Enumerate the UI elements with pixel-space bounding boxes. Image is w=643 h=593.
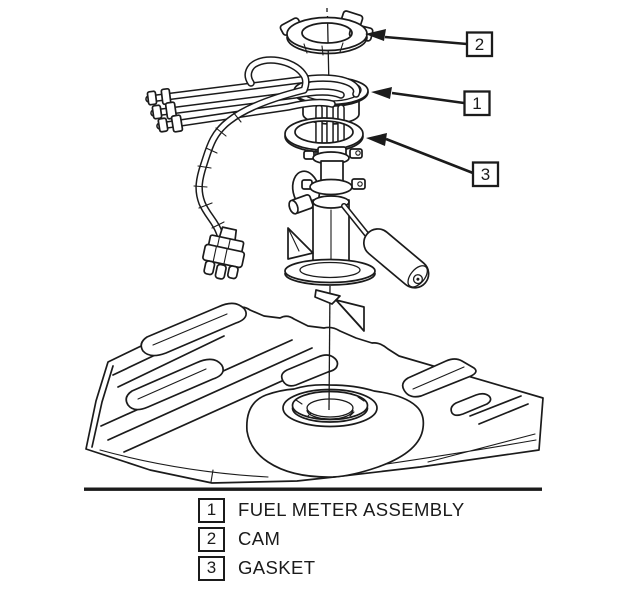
legend-row-2: 2 CAM [198, 526, 465, 552]
tank-front-notch [210, 469, 214, 483]
strainer-disc [284, 258, 376, 286]
callout-number-1: 1 [472, 94, 481, 113]
tank-opening [246, 383, 425, 478]
legend-key-box-1: 1 [198, 497, 225, 523]
pump-body [288, 146, 366, 275]
electrical-connector [202, 226, 246, 280]
callout-arrow-3 [366, 133, 474, 175]
legend-label-3: GASKET [238, 557, 316, 578]
float [362, 228, 430, 289]
direction-arrow-upper [287, 227, 314, 260]
fuel-tank [85, 302, 544, 484]
callout-number-3: 3 [481, 165, 490, 184]
callout-arrow-2 [365, 29, 468, 46]
centerline-lower [328, 285, 331, 411]
harness-wrap-ticks [193, 111, 242, 229]
tank-left-edge [91, 365, 114, 448]
tank-front-crease-left [99, 449, 269, 478]
wiring-harness [193, 56, 310, 249]
legend-label-1: FUEL METER ASSEMBLY [238, 499, 465, 520]
callout-box-1: 1 [463, 90, 491, 117]
callout-box-2: 2 [465, 31, 494, 58]
cam-lock-ring [279, 10, 374, 56]
legend-key-box-3: 3 [198, 555, 225, 581]
legend-divider [84, 487, 542, 491]
tube-fittings [146, 87, 184, 133]
legend-row-3: 3 GASKET [198, 555, 465, 581]
legend: 1 FUEL METER ASSEMBLY 2 CAM 3 GASKET [198, 497, 465, 584]
callout-number-2: 2 [475, 35, 484, 54]
callout-box-3: 3 [471, 161, 500, 188]
fuel-tubes [145, 74, 361, 133]
legend-key-box-2: 2 [198, 526, 225, 552]
legend-row-1: 1 FUEL METER ASSEMBLY [198, 497, 465, 523]
direction-arrow-lower [314, 289, 365, 332]
tank-pads [125, 302, 492, 417]
callout-arrow-1 [371, 87, 465, 105]
legend-label-2: CAM [238, 528, 281, 549]
